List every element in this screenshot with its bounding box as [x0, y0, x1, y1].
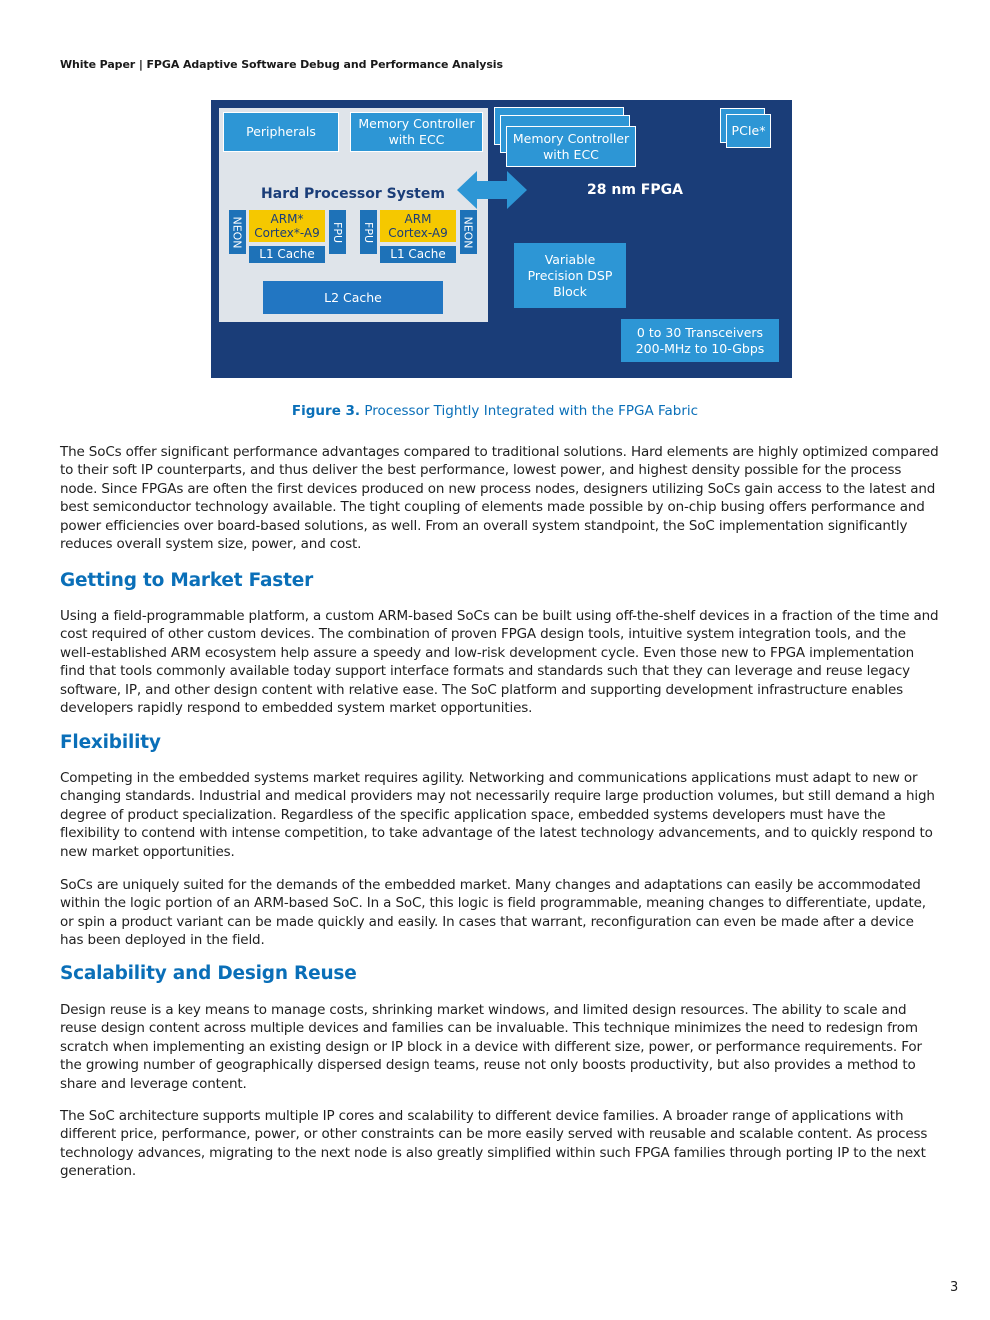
soc-block-diagram: Peripherals Memory Controller with ECC H… — [211, 100, 792, 378]
cpu-right-line1: ARM — [404, 212, 432, 226]
cpu-left-line1: ARM* — [270, 212, 304, 226]
fpga-memory-controller-label: Memory Controller — [512, 130, 630, 146]
cpu-right-block: ARM Cortex-A9 — [380, 210, 456, 242]
fpu-right-label: FPU — [362, 221, 376, 243]
l1-cache-left: L1 Cache — [249, 246, 325, 263]
peripherals-label: Peripherals — [246, 124, 316, 139]
section-paragraph: Design reuse is a key means to manage co… — [60, 1002, 922, 1092]
section-paragraph: Using a field-programmable platform, a c… — [60, 608, 939, 717]
cpu-left-line2: Cortex*-A9 — [254, 226, 320, 240]
figure-caption-label: Figure 3. — [291, 403, 361, 419]
fpu-left-block: FPU — [329, 210, 346, 254]
section-heading-scalability: Scalability and Design Reuse — [60, 963, 357, 984]
figure-caption-text: Processor Tightly Integrated with the FP… — [360, 403, 699, 419]
l1-cache-right: L1 Cache — [380, 246, 456, 263]
intro-paragraph: The SoCs offer significant performance a… — [60, 444, 939, 553]
fpu-right-block: FPU — [360, 210, 377, 254]
transceivers-block: 0 to 30 Transceivers 200-MHz to 10-Gbps — [621, 319, 779, 362]
peripherals-block: Peripherals — [223, 112, 339, 152]
fpga-title: 28 nm FPGA — [587, 182, 683, 198]
transceivers-label-line2: 200-MHz to 10-Gbps — [635, 340, 765, 356]
dsp-block: Variable Precision DSP Block — [514, 243, 626, 308]
section-heading-flexibility: Flexibility — [60, 732, 161, 753]
l2-cache-block: L2 Cache — [263, 281, 443, 314]
cpu-right-line2: Cortex-A9 — [388, 226, 448, 240]
figure-caption: Figure 3. Processor Tightly Integrated w… — [31, 403, 959, 419]
hps-memory-controller-label: Memory Controller — [358, 116, 475, 131]
running-header: White Paper | FPGA Adaptive Software Deb… — [60, 58, 503, 71]
dsp-label-line3: Block — [553, 283, 587, 299]
transceivers-label-line1: 0 to 30 Transceivers — [636, 324, 764, 340]
neon-left-block: NEON — [229, 210, 246, 254]
hps-memory-controller-ecc-label: with ECC — [388, 132, 445, 147]
section-paragraph: The SoC architecture supports multiple I… — [60, 1108, 928, 1180]
fpga-memory-controller-block: Memory Controller with ECC — [506, 126, 636, 167]
neon-right-block: NEON — [460, 210, 477, 254]
pcie-block: PCIe* — [726, 114, 771, 148]
cpu-left-block: ARM* Cortex*-A9 — [249, 210, 325, 242]
bidirectional-arrow-icon — [457, 171, 527, 209]
dsp-label-line2: Precision DSP — [527, 267, 613, 283]
section-paragraph: SoCs are uniquely suited for the demands… — [60, 877, 926, 949]
neon-left-label: NEON — [231, 215, 245, 249]
page-number: 3 — [950, 1280, 959, 1295]
hps-memory-controller-block: Memory Controller with ECC — [350, 112, 483, 152]
neon-right-label: NEON — [462, 215, 476, 249]
pcie-label: PCIe* — [731, 123, 766, 138]
hps-panel: Peripherals Memory Controller with ECC H… — [219, 108, 488, 322]
section-paragraph: Competing in the embedded systems market… — [60, 770, 935, 860]
dsp-label-line1: Variable — [544, 251, 596, 267]
fpu-left-label: FPU — [331, 221, 345, 243]
section-heading-getting-to-market: Getting to Market Faster — [60, 570, 314, 591]
fpga-memory-controller-ecc-label: with ECC — [543, 146, 599, 162]
hps-title: Hard Processor System — [261, 186, 445, 202]
